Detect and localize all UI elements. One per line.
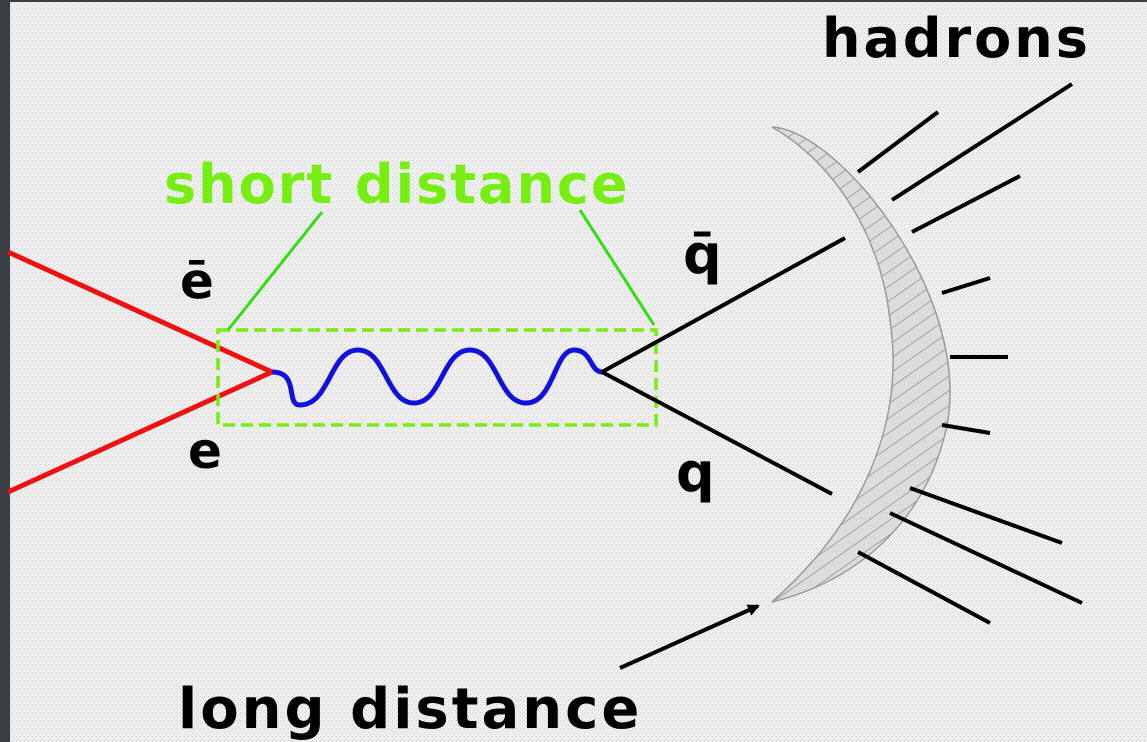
hadron-jet-8 bbox=[889, 511, 1083, 605]
short-distance-label: short distance bbox=[164, 153, 630, 216]
antiquark-line bbox=[601, 236, 846, 374]
hadron-jet-9 bbox=[857, 550, 991, 625]
hadron-jet-4 bbox=[941, 276, 991, 295]
long-distance-label: long distance bbox=[178, 677, 643, 742]
hadron-jet-6 bbox=[941, 423, 991, 435]
long-distance-arrow bbox=[619, 604, 760, 670]
hadron-jet-1 bbox=[856, 110, 940, 174]
photon-wave bbox=[271, 347, 603, 408]
electron-bar-label: ē bbox=[180, 252, 214, 310]
short-distance-box bbox=[216, 328, 658, 427]
electron-label: e bbox=[188, 422, 222, 480]
electron-bar-line bbox=[6, 249, 274, 375]
short-distance-pointer-left bbox=[226, 211, 324, 331]
paper-area bbox=[10, 2, 1147, 742]
short-distance-pointer-right bbox=[578, 209, 656, 326]
quark-label: q bbox=[676, 441, 715, 504]
hadron-jet-2 bbox=[890, 82, 1074, 202]
quark-line bbox=[601, 370, 833, 496]
hadrons-label: hadrons bbox=[822, 7, 1091, 70]
hadronization-shell bbox=[771, 126, 951, 603]
antiquark-label: q̄ bbox=[683, 223, 722, 286]
electron-line bbox=[6, 369, 274, 495]
hadron-jet-7 bbox=[909, 486, 1063, 545]
hadron-jet-3 bbox=[911, 174, 1021, 234]
